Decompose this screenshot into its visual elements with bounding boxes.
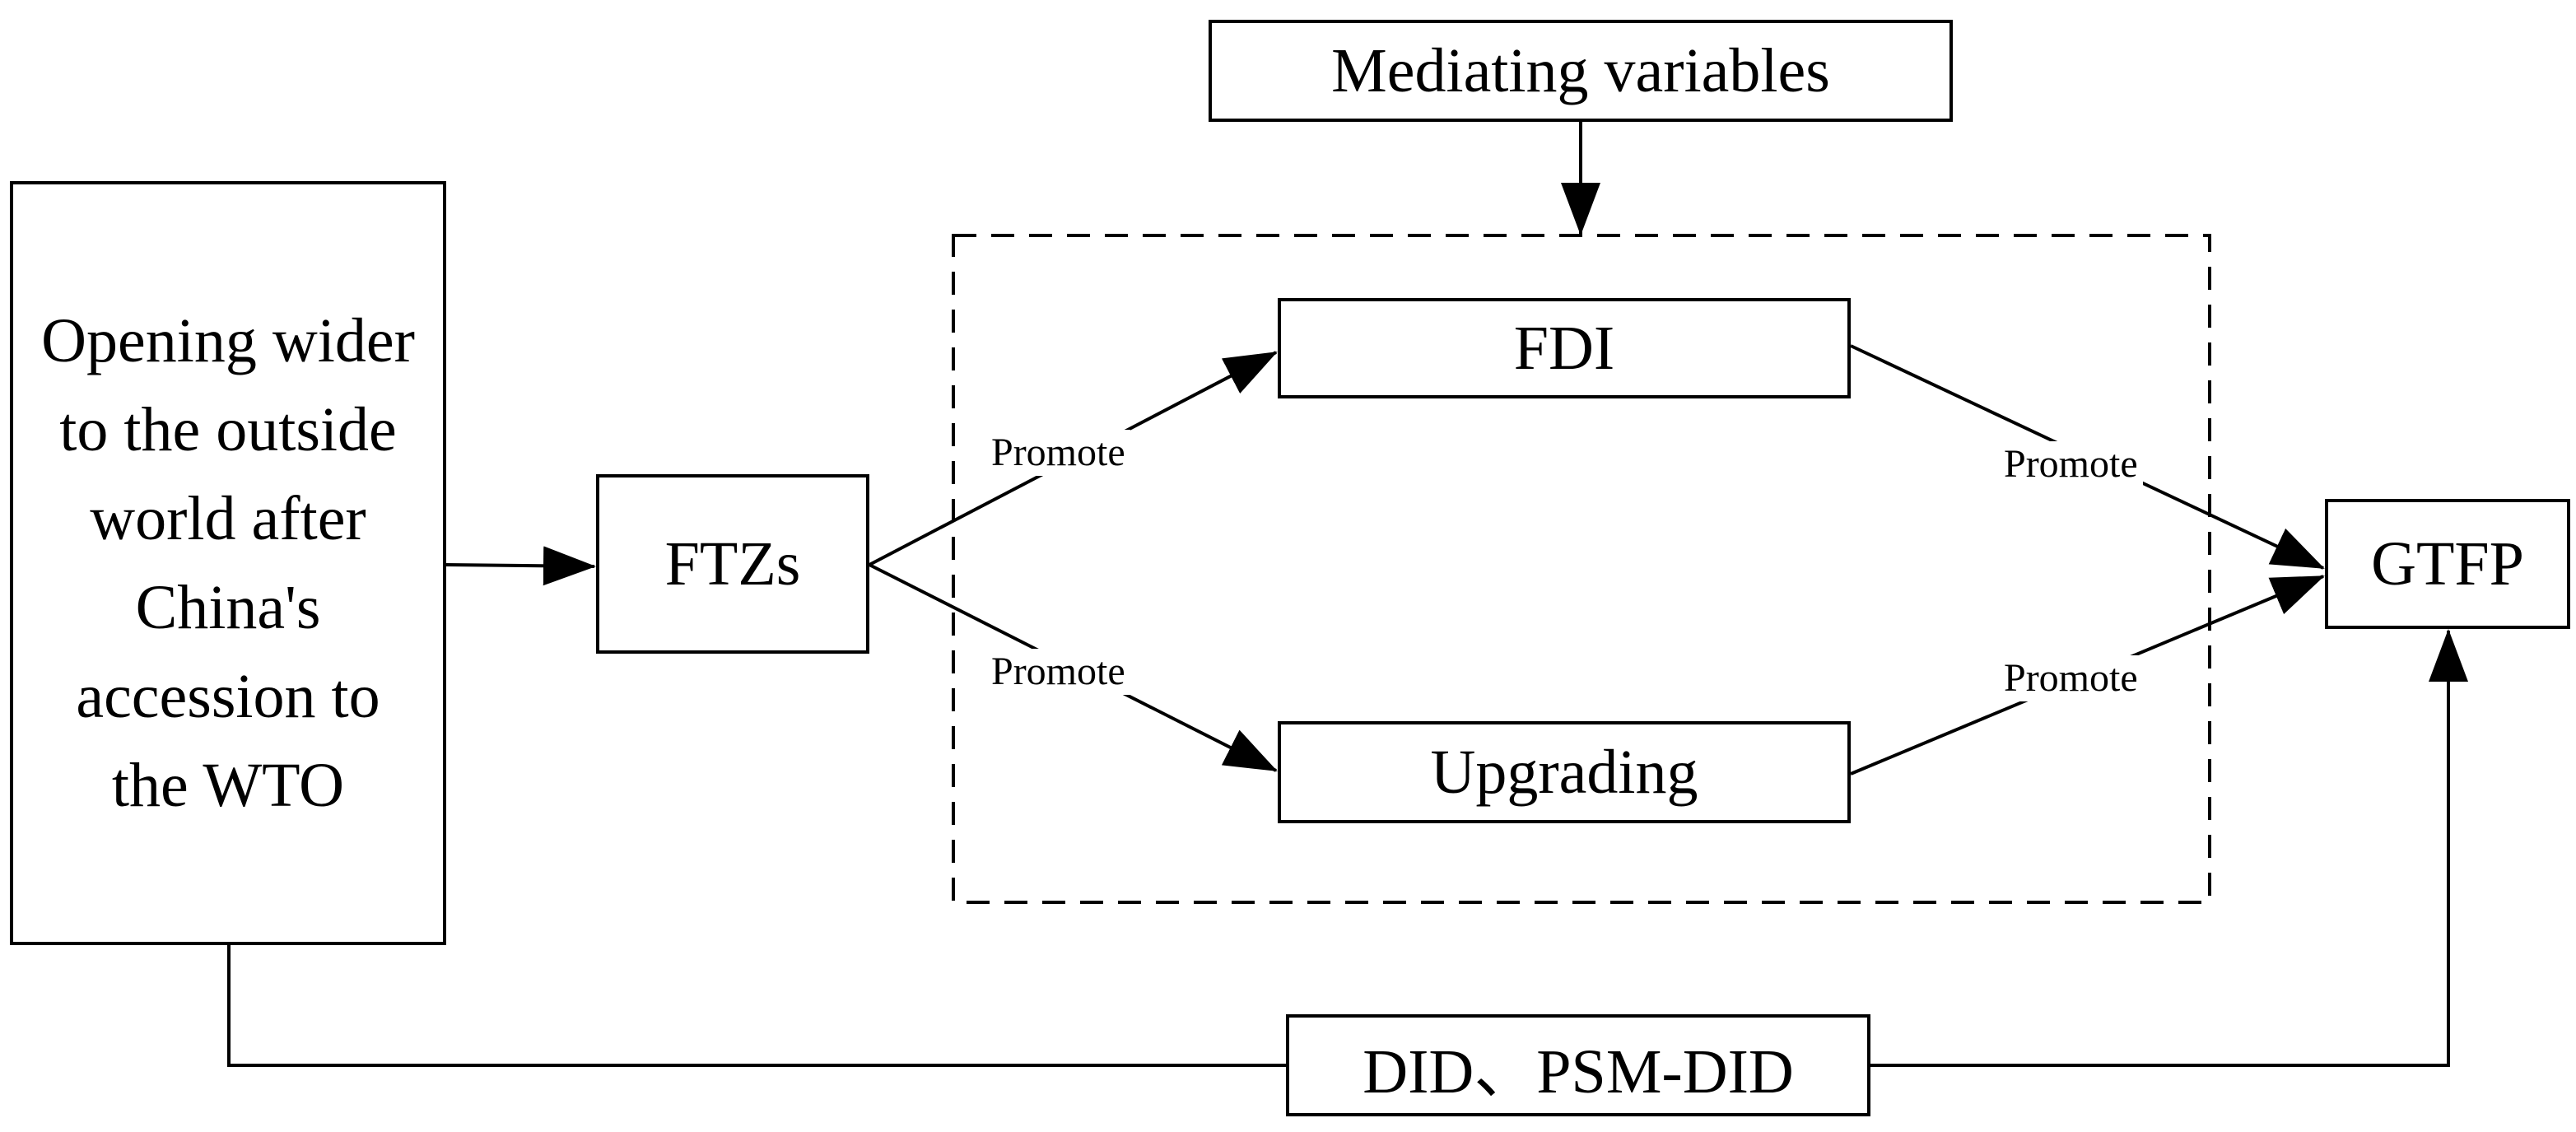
path-opening-to-did	[227, 945, 1286, 1067]
fdi-label: FDI	[1513, 313, 1615, 383]
edge-label-ftzs-upgrading: Promote	[986, 649, 1130, 695]
ftzs-box: FTZs	[596, 474, 869, 654]
did-method-label: DID、PSM-DID	[1363, 1037, 1794, 1106]
mediating-variables-box: Mediating variables	[1209, 20, 1953, 122]
edge-label-upgrading-gtfp: Promote	[1999, 655, 2143, 701]
arrow-opening-to-ftzs	[445, 546, 596, 586]
arrow-did-to-gtfp	[1870, 629, 2468, 1067]
edge-label-ftzs-fdi: Promote	[986, 430, 1130, 476]
upgrading-box: Upgrading	[1278, 721, 1851, 823]
edge-label-fdi-gtfp: Promote	[1999, 441, 2143, 487]
did-method-box: DID、PSM-DID	[1286, 1014, 1870, 1116]
upgrading-label: Upgrading	[1430, 737, 1698, 807]
gtfp-box: GTFP	[2325, 499, 2570, 629]
opening-wider-box: Opening wider to the outside world after…	[10, 181, 446, 945]
fdi-box: FDI	[1278, 298, 1851, 398]
gtfp-label: GTFP	[2371, 529, 2524, 599]
mediator-dashed-frame	[952, 234, 2211, 904]
mediating-variables-label: Mediating variables	[1331, 35, 1830, 105]
opening-wider-label: Opening wider to the outside world after…	[41, 306, 415, 820]
ftzs-label: FTZs	[664, 529, 801, 599]
